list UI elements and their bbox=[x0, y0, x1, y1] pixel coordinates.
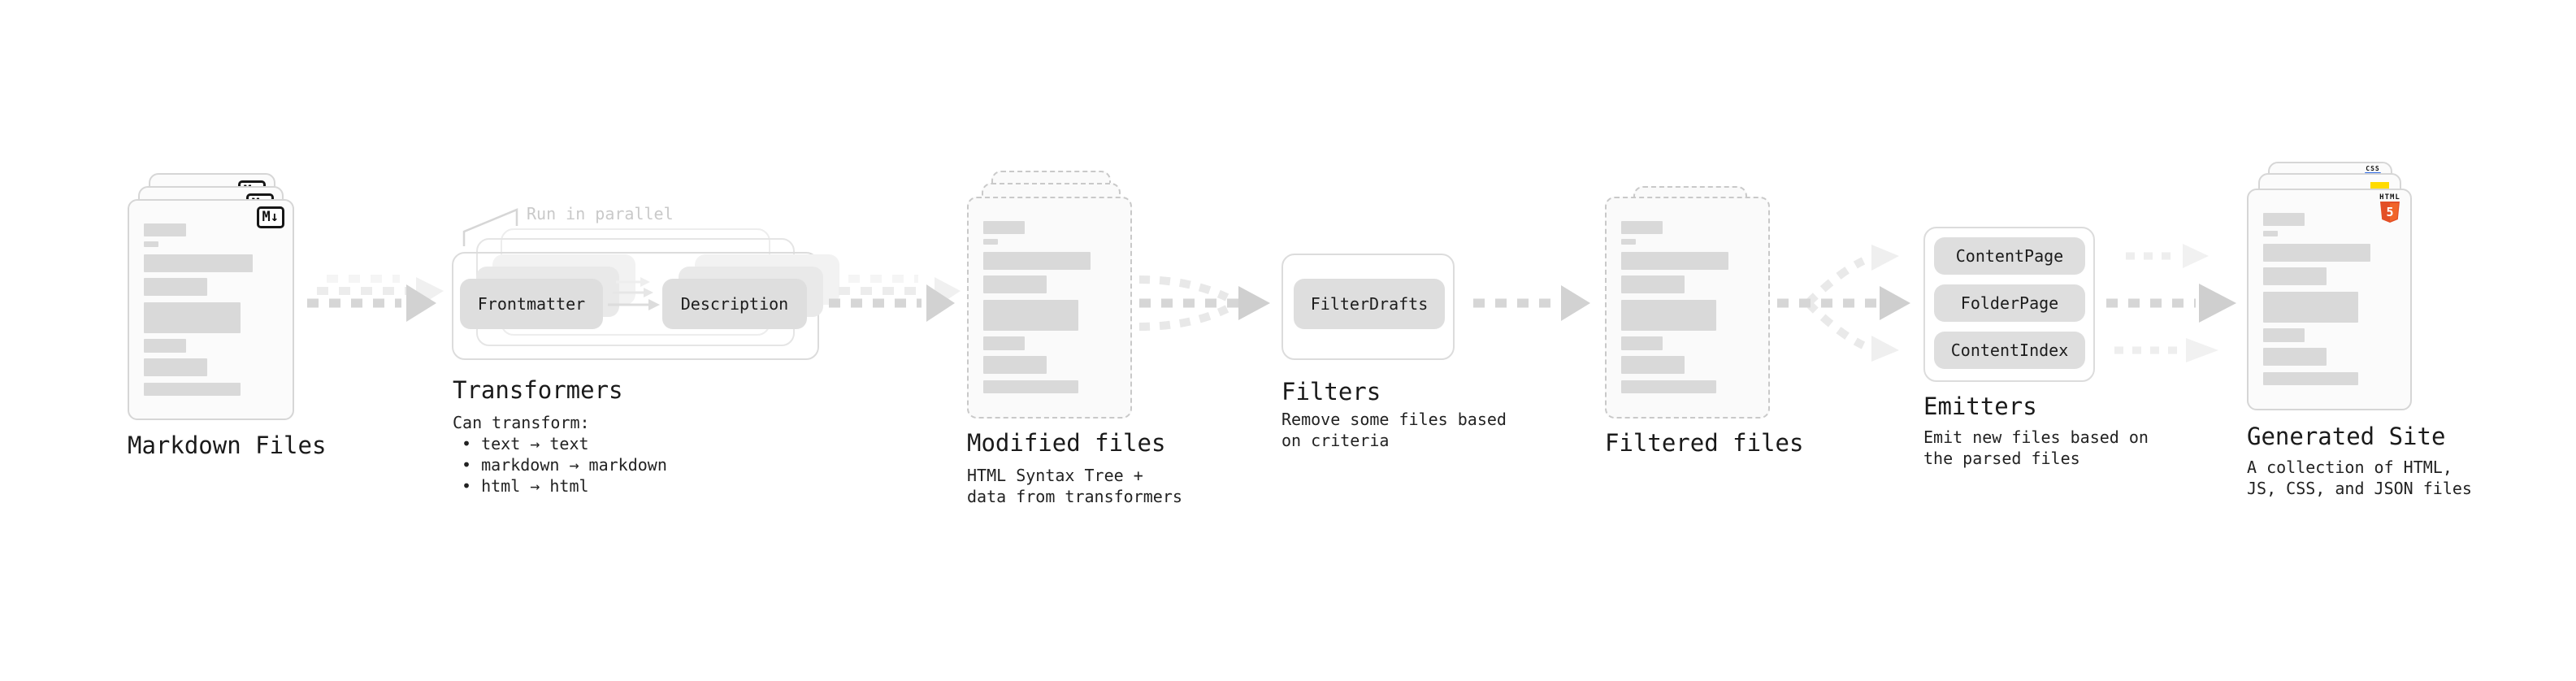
arrow-frontmatter-to-description bbox=[608, 277, 660, 310]
emitters-frame bbox=[1923, 227, 2095, 382]
arrow-filtered-to-emitters-split bbox=[1777, 245, 1910, 362]
transformers-caption: Can transform: bbox=[453, 413, 590, 432]
transformers-bullet-1: • text → text bbox=[462, 434, 589, 453]
stage-title-modified-files: Modified files bbox=[967, 429, 1166, 457]
html5-icon: HTML 5 bbox=[2379, 194, 2401, 228]
run-in-parallel-note: Run in parallel bbox=[527, 204, 674, 223]
emitter-content-index-pill: ContentIndex bbox=[1934, 332, 2085, 369]
arrow-modified-to-filters-merge bbox=[1138, 275, 1270, 331]
stage-title-markdown-files: Markdown Files bbox=[128, 432, 327, 459]
stage-title-generated-site: Generated Site bbox=[2247, 423, 2446, 450]
modified-files-caption: HTML Syntax Tree + data from transformer… bbox=[967, 466, 1182, 506]
emitter-folder-page-pill: FolderPage bbox=[1934, 284, 2085, 322]
arrow-emitters-to-site bbox=[2106, 244, 2236, 362]
document-text-skeleton bbox=[144, 201, 280, 396]
filtered-file-card bbox=[1605, 197, 1770, 419]
filter-drafts-pill: FilterDrafts bbox=[1294, 279, 1445, 329]
transformer-description-pill: Description bbox=[662, 279, 807, 329]
filters-frame bbox=[1281, 254, 1455, 360]
document-text-skeleton bbox=[2263, 190, 2397, 385]
arrow-filters-to-filtered bbox=[1473, 285, 1590, 321]
stage-title-transformers: Transformers bbox=[453, 376, 623, 404]
stage-title-filters: Filters bbox=[1281, 378, 1381, 406]
markdown-file-card: M↓ bbox=[128, 199, 294, 420]
document-text-skeleton bbox=[983, 198, 1117, 393]
generated-site-card: HTML 5 bbox=[2247, 189, 2412, 410]
filters-caption: Remove some files based on criteria bbox=[1281, 410, 1507, 450]
stage-title-filtered-files: Filtered files bbox=[1605, 429, 1804, 457]
transformers-bullet-3: • html → html bbox=[462, 476, 589, 496]
emitters-caption: Emit new files based on the parsed files bbox=[1923, 427, 2149, 468]
note-leader-line bbox=[462, 208, 518, 246]
transformer-frontmatter-pill: Frontmatter bbox=[460, 279, 603, 329]
markdown-icon: M↓ bbox=[256, 206, 284, 228]
stage-title-emitters: Emitters bbox=[1923, 393, 2037, 420]
arrow-markdown-to-transformers bbox=[307, 275, 444, 322]
document-text-skeleton bbox=[1621, 198, 1755, 393]
arrow-transformers-to-modified bbox=[829, 275, 961, 322]
js-file-icon bbox=[2370, 182, 2389, 191]
svg-text:5: 5 bbox=[2386, 205, 2393, 219]
generated-site-caption: A collection of HTML, JS, CSS, and JSON … bbox=[2247, 458, 2472, 498]
emitter-content-page-pill: ContentPage bbox=[1934, 237, 2085, 275]
modified-file-card bbox=[967, 197, 1132, 419]
transformers-bullet-2: • markdown → markdown bbox=[462, 455, 667, 475]
